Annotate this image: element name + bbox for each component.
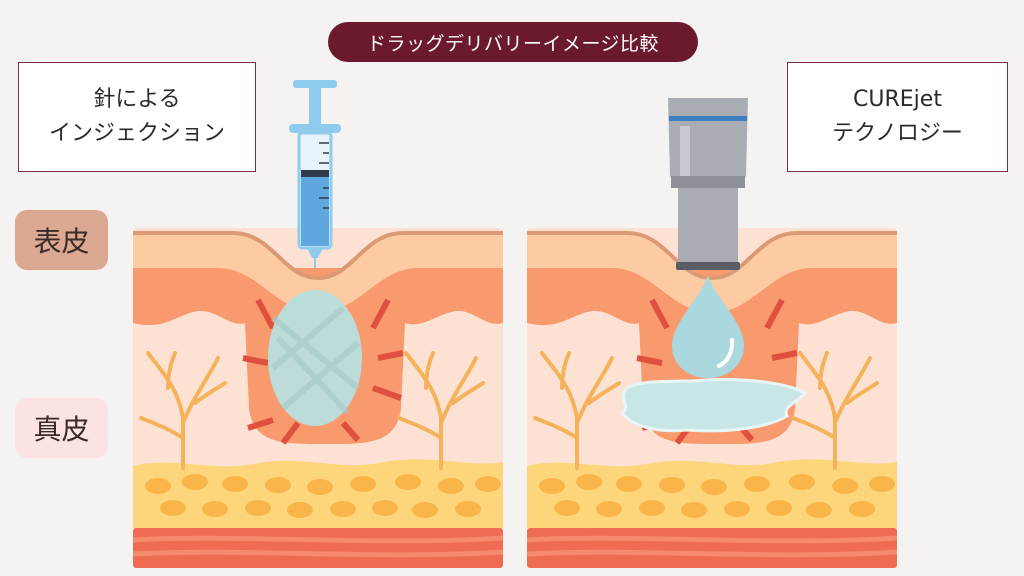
blood-vessel [371, 385, 403, 401]
muscle-fiber [527, 535, 897, 558]
blood-vessel [242, 355, 269, 366]
fat-cell [455, 501, 481, 517]
blood-vessel [255, 298, 276, 330]
muscle-layer [527, 528, 897, 568]
blood-vessel [377, 350, 404, 361]
needle-skin-diagram [133, 228, 503, 568]
fat-cell [245, 500, 271, 516]
fat-cell [160, 500, 186, 516]
fat-cell [395, 474, 421, 490]
muscle-layer [133, 528, 503, 568]
blood-vessel [771, 350, 798, 361]
fat-cell [372, 500, 398, 516]
nerve-branch [533, 351, 621, 470]
needle-injection-label-box: 針による インジェクション [18, 62, 256, 172]
fat-cell [766, 500, 792, 516]
fat-cell [412, 502, 438, 518]
curejet-nozzle-icon [668, 98, 748, 270]
fat-cell [475, 476, 501, 492]
fat-cell [849, 501, 875, 517]
dermis-label: 真皮 [15, 398, 108, 458]
curejet-label-box: CUREjet テクノロジー [787, 62, 1008, 172]
curejet-label-line1: CUREjet [853, 87, 942, 112]
skin-surface [133, 231, 503, 281]
blood-vessel [340, 421, 361, 442]
droplet-highlight [717, 338, 735, 368]
blood-vessel [764, 298, 785, 330]
blood-vessel [247, 417, 274, 431]
fat-cell [681, 502, 707, 518]
muscle-fiber [133, 535, 503, 558]
fat-cell [576, 474, 602, 490]
injected-drug-bolus [268, 290, 362, 426]
blood-vessel [636, 355, 663, 366]
blood-vessel [280, 421, 301, 445]
fat-cell [596, 501, 622, 517]
fat-cell [806, 502, 832, 518]
dispersed-drug-pool [619, 378, 808, 433]
blood-vessel [370, 298, 391, 330]
fat-cell [744, 476, 770, 492]
needle-label-line1: 針による [93, 87, 181, 112]
epidermis-layer [527, 233, 897, 313]
comparison-title: ドラッグデリバリーイメージ比較 [328, 22, 698, 62]
fat-cell [724, 501, 750, 517]
fat-cell [145, 478, 171, 494]
epidermis-label: 表皮 [15, 210, 108, 270]
drug-texture [271, 305, 360, 416]
fat-cell [659, 477, 685, 493]
fat-cell [287, 502, 313, 518]
fat-cell [616, 476, 642, 492]
fat-cell [330, 501, 356, 517]
skin-surface [527, 231, 897, 281]
curejet-skin-diagram [527, 228, 897, 568]
fat-cell [265, 477, 291, 493]
fat-cell [832, 478, 858, 494]
jet-droplet [672, 276, 744, 378]
syringe-icon [289, 80, 341, 268]
fat-cell [869, 476, 895, 492]
nerve-branch [791, 351, 879, 470]
nerve-branch [397, 351, 485, 470]
fat-cell [182, 474, 208, 490]
fat-cell [307, 479, 333, 495]
fat-cell [438, 478, 464, 494]
fat-cell [539, 478, 565, 494]
blood-vessel [649, 298, 670, 330]
fat-cell [222, 476, 248, 492]
fat-cell [789, 474, 815, 490]
fat-cell [350, 476, 376, 492]
fat-cell [701, 479, 727, 495]
fat-cell [202, 501, 228, 517]
curejet-label-line2: テクノロジー [832, 121, 963, 146]
fat-cell [554, 500, 580, 516]
nerve-branch [139, 351, 227, 470]
epidermis-layer [133, 233, 503, 313]
fat-cell [639, 500, 665, 516]
needle-label-line2: インジェクション [48, 121, 225, 146]
